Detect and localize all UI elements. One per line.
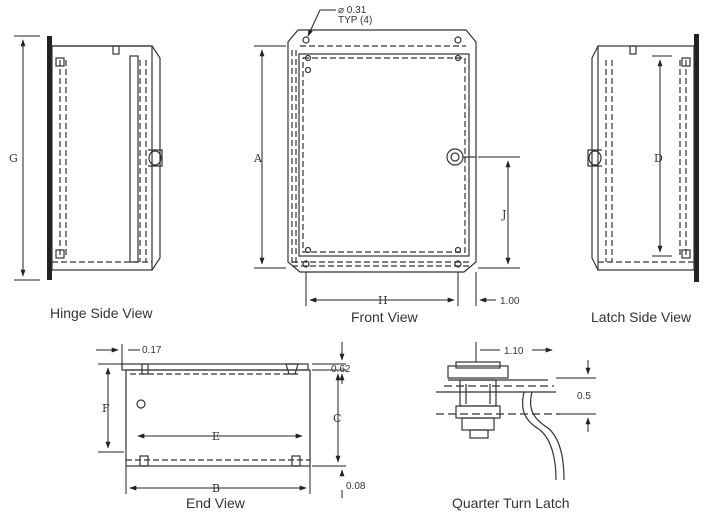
dimension-latch-reach: [475, 342, 553, 362]
dimension-e-label: E: [212, 430, 220, 443]
dimension-front-offset: [475, 272, 496, 306]
dimension-g-label: G: [9, 152, 18, 165]
dimension-c-label: C: [333, 412, 341, 425]
dimension-f: [98, 363, 124, 453]
dimension-g: [14, 35, 40, 281]
quarter-turn-latch: [436, 361, 565, 481]
dimension-j-label: J: [501, 208, 506, 221]
hinge-side-view: [47, 36, 163, 280]
latch-side-view: [587, 34, 699, 282]
dimension-latch-height-label: 0.5: [577, 391, 591, 402]
dimension-a: [254, 45, 286, 269]
dimension-latch-height: [556, 360, 596, 432]
dimension-h: [305, 272, 459, 306]
dimension-b-label: B: [212, 482, 220, 495]
dimension-j: [478, 156, 520, 269]
dimension-d: [652, 55, 672, 257]
dimension-f-label: F: [102, 402, 110, 415]
hole-callout-diameter: ⌀ 0.31: [338, 5, 367, 16]
hole-callout-quantity: TYP (4): [338, 15, 372, 26]
dimension-end-base-label: 0.08: [346, 481, 366, 492]
end-view: [121, 363, 311, 467]
front-view-caption: Front View: [351, 309, 419, 325]
dimension-end-top: [96, 344, 140, 364]
hinge-side-view-caption: Hinge Side View: [50, 305, 153, 321]
dimension-h-label: H: [378, 294, 388, 307]
quarter-turn-latch-caption: Quarter Turn Latch: [452, 495, 570, 511]
latch-side-view-caption: Latch Side View: [591, 309, 692, 325]
dimension-front-offset-label: 1.00: [500, 296, 520, 307]
dimension-end-right-label: 0.62: [331, 364, 351, 375]
dimension-c: [312, 369, 346, 467]
dimension-end-top-label: 0.17: [142, 345, 162, 356]
dimension-latch-reach-label: 1.10: [504, 346, 524, 357]
dimension-b: [125, 466, 311, 494]
dimension-d-label: D: [654, 152, 663, 165]
dimension-a-label: A: [253, 152, 263, 165]
front-view: [287, 29, 477, 273]
hole-callout: [307, 9, 336, 37]
end-view-caption: End View: [186, 495, 246, 511]
dimension-end-right: [312, 342, 346, 384]
